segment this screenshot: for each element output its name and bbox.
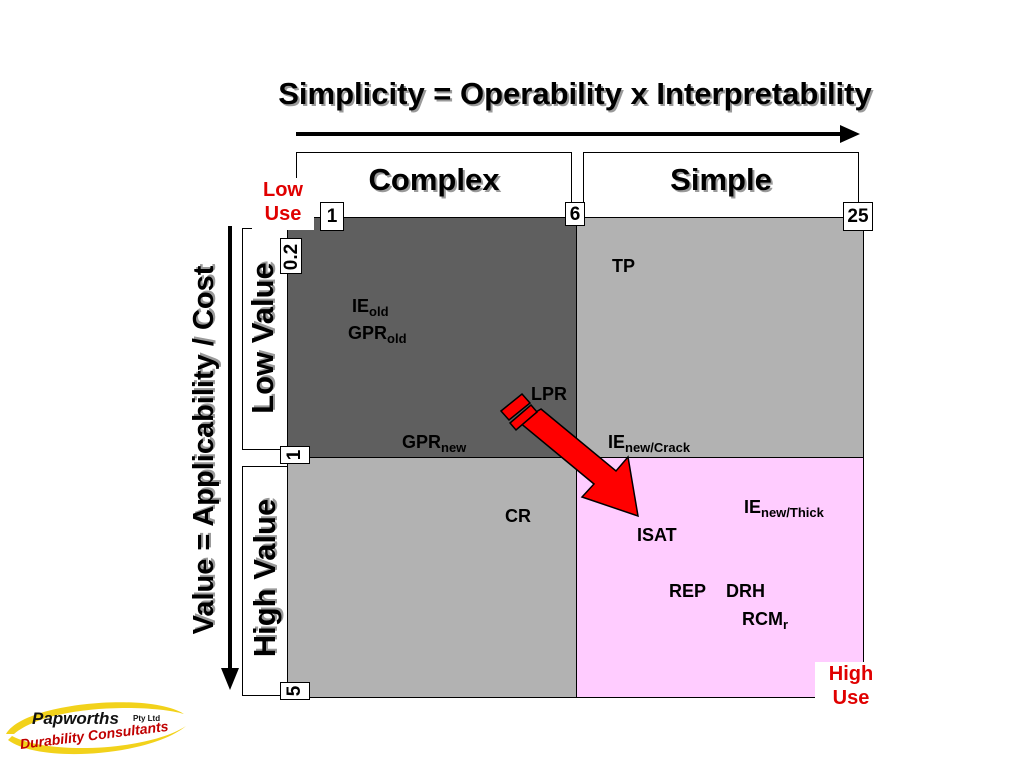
simple-bracket [583,152,859,209]
item-drh: DRH [726,581,765,601]
item-gpr-old-text: GPR [348,323,388,343]
y-tick-1-box: 1 [280,446,310,464]
quadrant-simple-low-value [576,217,864,458]
item-rcm: RCMr [742,609,788,632]
x-tick-6: 6 [565,202,585,226]
high-value-bracket [242,466,289,696]
y-tick-0-2-box: 0.2 [280,238,302,274]
y-tick-5: 5 [284,685,305,697]
quadrant-complex-high-value [287,457,577,698]
item-ie-new-crack-sub: new/Crack [625,440,691,455]
item-gpr-old-sub: old [387,331,407,346]
high-use-line-1: High [828,663,874,685]
item-isat: ISAT [637,525,677,545]
item-ie-new-crack: IEnew/Crack [608,432,690,455]
item-gpr-old: GPRold [348,323,407,346]
item-cr: CR [505,506,531,526]
item-gpr-new: GPRnew [402,432,466,455]
item-rcm-sub: r [783,617,789,632]
item-tp: TP [612,256,636,276]
simplicity-arrow [296,125,860,143]
x-tick-25: 25 [843,202,873,231]
item-rep: REP [669,581,707,601]
row-label-high-value: High Value [247,498,282,658]
y-tick-5-box: 5 [280,682,310,700]
item-lpr: LPR [531,384,567,404]
low-use-line-1: Low [263,179,303,201]
high-use-label: High Use [815,662,887,716]
y-tick-1: 1 [284,449,305,461]
item-ie-old-text: IE [352,296,370,316]
item-ie-new-thick-text: IE [744,497,762,517]
item-ie-new-thick-sub: new/Thick [761,505,824,520]
column-header-complex: Complex [368,162,500,197]
value-arrow [221,226,239,690]
papworths-logo: Papworths Pty Ltd Durability Consultants [0,696,190,768]
item-ie-new-crack-text: IE [608,432,626,452]
x-tick-1: 1 [320,202,344,231]
item-gpr-new-sub: new [441,440,467,455]
column-header-simple: Simple [670,162,772,197]
row-label-low-value: Low Value [245,262,280,414]
y-axis-label: Value = Applicability / Cost [188,265,220,635]
logo-suffix: Pty Ltd [133,714,161,723]
migration-arrow [499,392,639,518]
item-rcm-text: RCM [742,609,783,629]
item-ie-old: IEold [352,296,389,319]
low-use-label: Low Use [252,178,314,230]
high-use-line-2: Use [832,687,870,709]
item-ie-new-thick: IEnew/Thick [744,497,824,520]
logo-name: Papworths [32,709,119,728]
item-gpr-new-text: GPR [402,432,442,452]
item-ie-old-sub: old [369,304,389,319]
logo-swoosh [6,702,186,755]
low-use-line-2: Use [264,203,302,225]
y-tick-0-2: 0.2 [281,243,302,271]
diagram-title: Simplicity = Operability x Interpretabil… [278,76,872,111]
